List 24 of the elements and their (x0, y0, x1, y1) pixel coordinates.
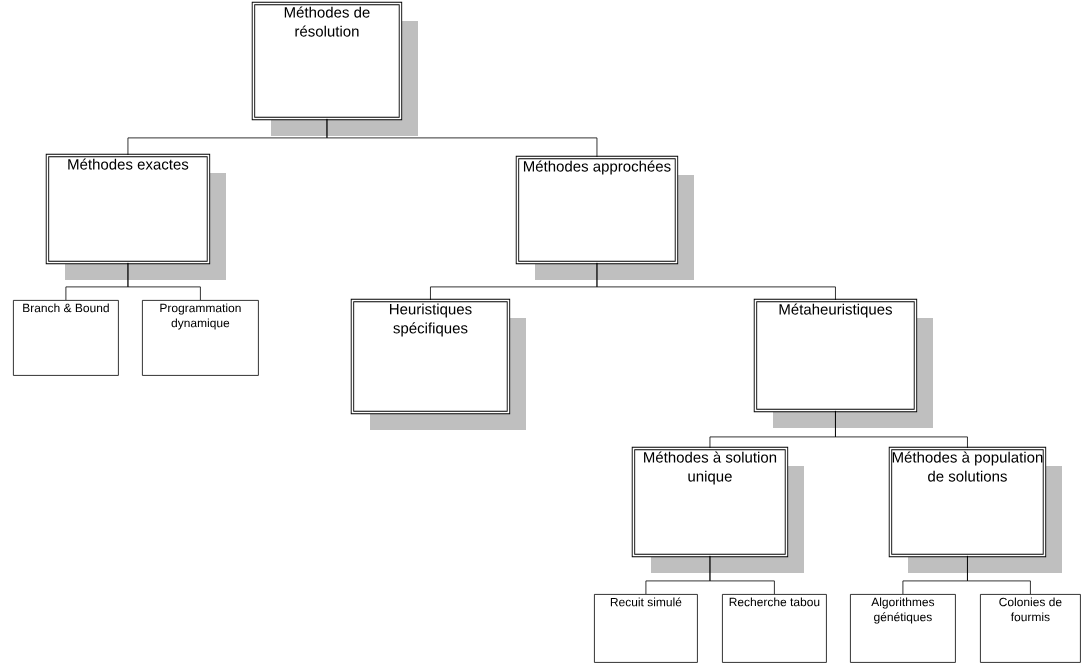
node-label: Heuristiques (389, 303, 472, 318)
node-label: Méthodes exactes (68, 158, 189, 170)
connector (967, 555, 1031, 595)
node-label: Métaheuristiques (779, 303, 892, 318)
connector (127, 262, 201, 301)
box: Branch & Bound (13, 300, 119, 376)
shadowed-box: Méthodes à solution unique (631, 446, 804, 573)
connector (835, 410, 968, 449)
box: Programmation dynamique (142, 300, 259, 376)
shadowed-box: Métaheuristiques (753, 298, 933, 428)
box: Algorithmes génétiques (850, 594, 956, 663)
shadowed-box: Méthodes exactes (45, 153, 226, 280)
shadowed-box: Méthodes à population de solutions (888, 446, 1062, 573)
shadowed-box: Méthodes de résolution (251, 1, 418, 136)
box: Recuit simulé (594, 594, 698, 663)
box: Colonies de fourmis (980, 594, 1081, 663)
box: Recherche tabou (722, 594, 827, 663)
shadowed-box: Heuristiques spécifiques (350, 298, 526, 430)
node-label: Méthodes approchées (523, 160, 671, 175)
connector (596, 262, 836, 301)
shadowed-box: Méthodes approchées (515, 155, 694, 280)
node-label: Méthodes de (284, 6, 370, 18)
connector (326, 118, 598, 158)
connector (709, 555, 775, 595)
